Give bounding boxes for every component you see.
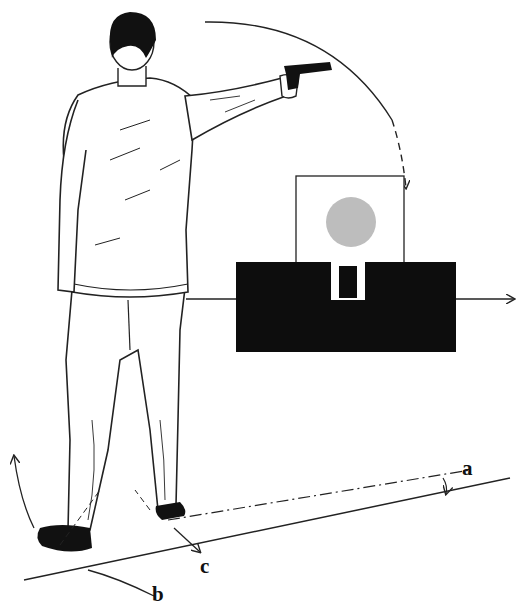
shirt xyxy=(63,78,195,297)
shirt-folds xyxy=(95,120,180,245)
trouser-seam xyxy=(128,300,130,350)
aiming-panel xyxy=(236,262,456,352)
hair xyxy=(110,12,156,58)
sight-line xyxy=(186,298,236,299)
target-paper xyxy=(296,176,404,264)
trousers xyxy=(66,288,185,530)
target-bullseye xyxy=(326,197,376,247)
foot-guide xyxy=(60,490,100,545)
b-curve xyxy=(88,570,154,596)
front-sight xyxy=(339,266,357,298)
base-line xyxy=(24,478,510,580)
sight-line-arrow xyxy=(456,298,514,299)
foot-guide xyxy=(135,490,150,510)
callout-letter: c xyxy=(200,556,209,577)
pistol xyxy=(284,62,332,90)
sight-notch xyxy=(331,262,365,300)
callout-letter: a xyxy=(462,458,473,479)
foot-axis-line xyxy=(168,470,470,520)
callout-letter: b xyxy=(152,584,164,605)
right-arm xyxy=(185,78,286,140)
right-shoe xyxy=(156,502,186,520)
shirt-hem xyxy=(74,284,188,290)
angle-arc xyxy=(443,478,447,494)
trouser-folds xyxy=(88,420,165,520)
c-arrow xyxy=(174,528,200,552)
sleeve-folds xyxy=(210,96,255,112)
left-shoe xyxy=(37,525,92,552)
rotation-arrow xyxy=(14,456,34,528)
left-arm xyxy=(58,100,86,292)
